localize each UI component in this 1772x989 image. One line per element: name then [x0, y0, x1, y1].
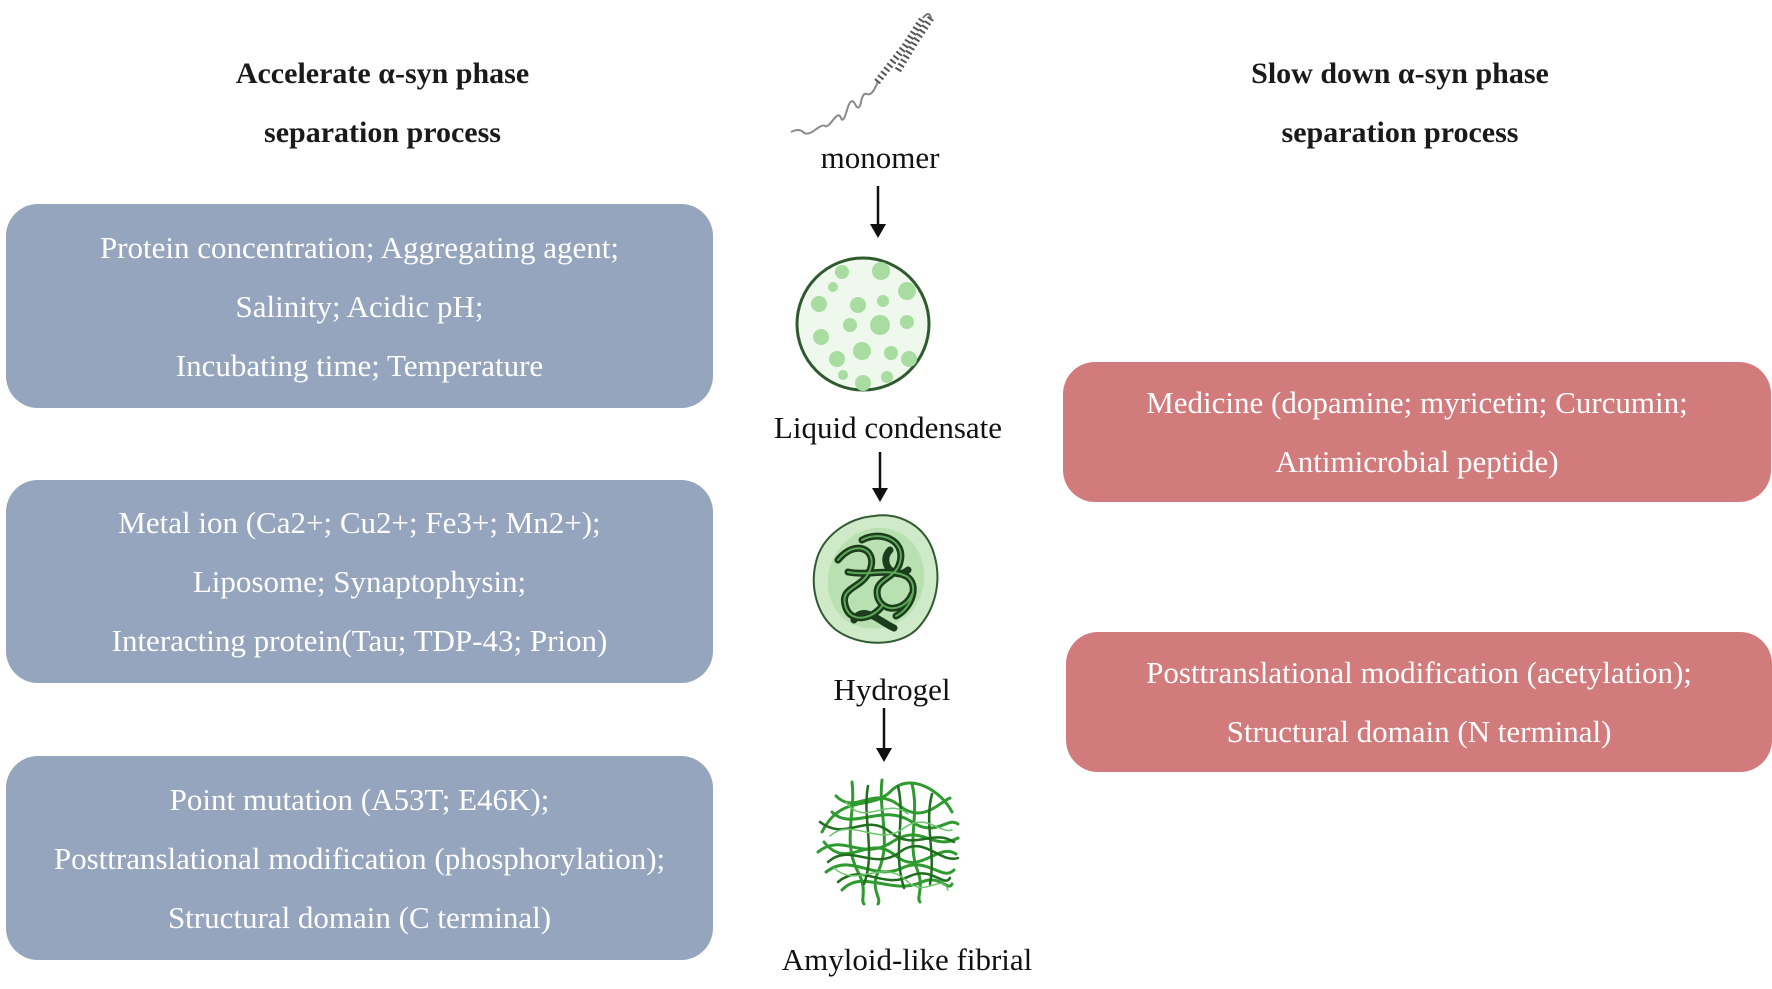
stage-label-liquid-condensate: Liquid condensate	[773, 410, 1003, 445]
factor-line: Antimicrobial peptide)	[1275, 444, 1559, 479]
factor-line: Structural domain (N terminal)	[1226, 714, 1612, 749]
liquid-droplet-icon	[795, 256, 931, 392]
factor-line: Incubating time; Temperature	[175, 347, 544, 383]
factor-line: Protein concentration; Aggregating agent…	[99, 229, 620, 265]
slowdown-heading: Slow down α-syn phase separation process	[1165, 44, 1635, 162]
accelerate-factor-box: Protein concentration; Aggregating agent…	[6, 204, 713, 408]
accelerate-heading-line: Accelerate α-syn phase	[235, 57, 530, 90]
factor-line: Point mutation (A53T; E46K);	[169, 781, 550, 817]
accelerate-heading: Accelerate α-syn phase separation proces…	[150, 44, 615, 162]
factor-line: Metal ion (Ca2+; Cu2+; Fe3+; Mn2+);	[118, 505, 601, 540]
factor-line: Medicine (dopamine; myricetin; Curcumin;	[1146, 385, 1688, 420]
arrow-down-icon	[870, 186, 886, 238]
factor-line: Interacting protein(Tau; TDP-43; Prion)	[111, 623, 608, 658]
factor-line: Posttranslational modification (acetylat…	[1146, 655, 1692, 690]
arrow-down-icon	[876, 708, 892, 762]
factor-line: Posttranslational modification (phosphor…	[53, 840, 666, 876]
accelerate-heading-line: separation process	[264, 116, 501, 149]
factor-line: Salinity; Acidic pH;	[235, 288, 484, 324]
stage-label-hydrogel: Hydrogel	[833, 672, 951, 707]
factor-line: Structural domain (C terminal)	[167, 899, 552, 935]
slowdown-heading-line: separation process	[1281, 116, 1519, 149]
slowdown-heading-line: Slow down α-syn phase	[1251, 57, 1549, 90]
slowdown-factor-box: Posttranslational modification (acetylat…	[1066, 632, 1772, 772]
hydrogel-icon	[812, 514, 939, 644]
stage-label-monomer: monomer	[820, 140, 940, 175]
accelerate-factor-box: Metal ion (Ca2+; Cu2+; Fe3+; Mn2+); Lipo…	[6, 480, 713, 683]
arrow-down-icon	[872, 452, 888, 502]
accelerate-factor-box: Point mutation (A53T; E46K); Posttransla…	[6, 756, 713, 960]
factor-line: Liposome; Synaptophysin;	[192, 564, 527, 599]
fibril-icon	[816, 778, 960, 906]
monomer-protein-icon	[790, 13, 934, 135]
stage-label-amyloid-fibril: Amyloid-like fibrial	[781, 942, 1033, 977]
slowdown-factor-box: Medicine (dopamine; myricetin; Curcumin;…	[1063, 362, 1771, 502]
